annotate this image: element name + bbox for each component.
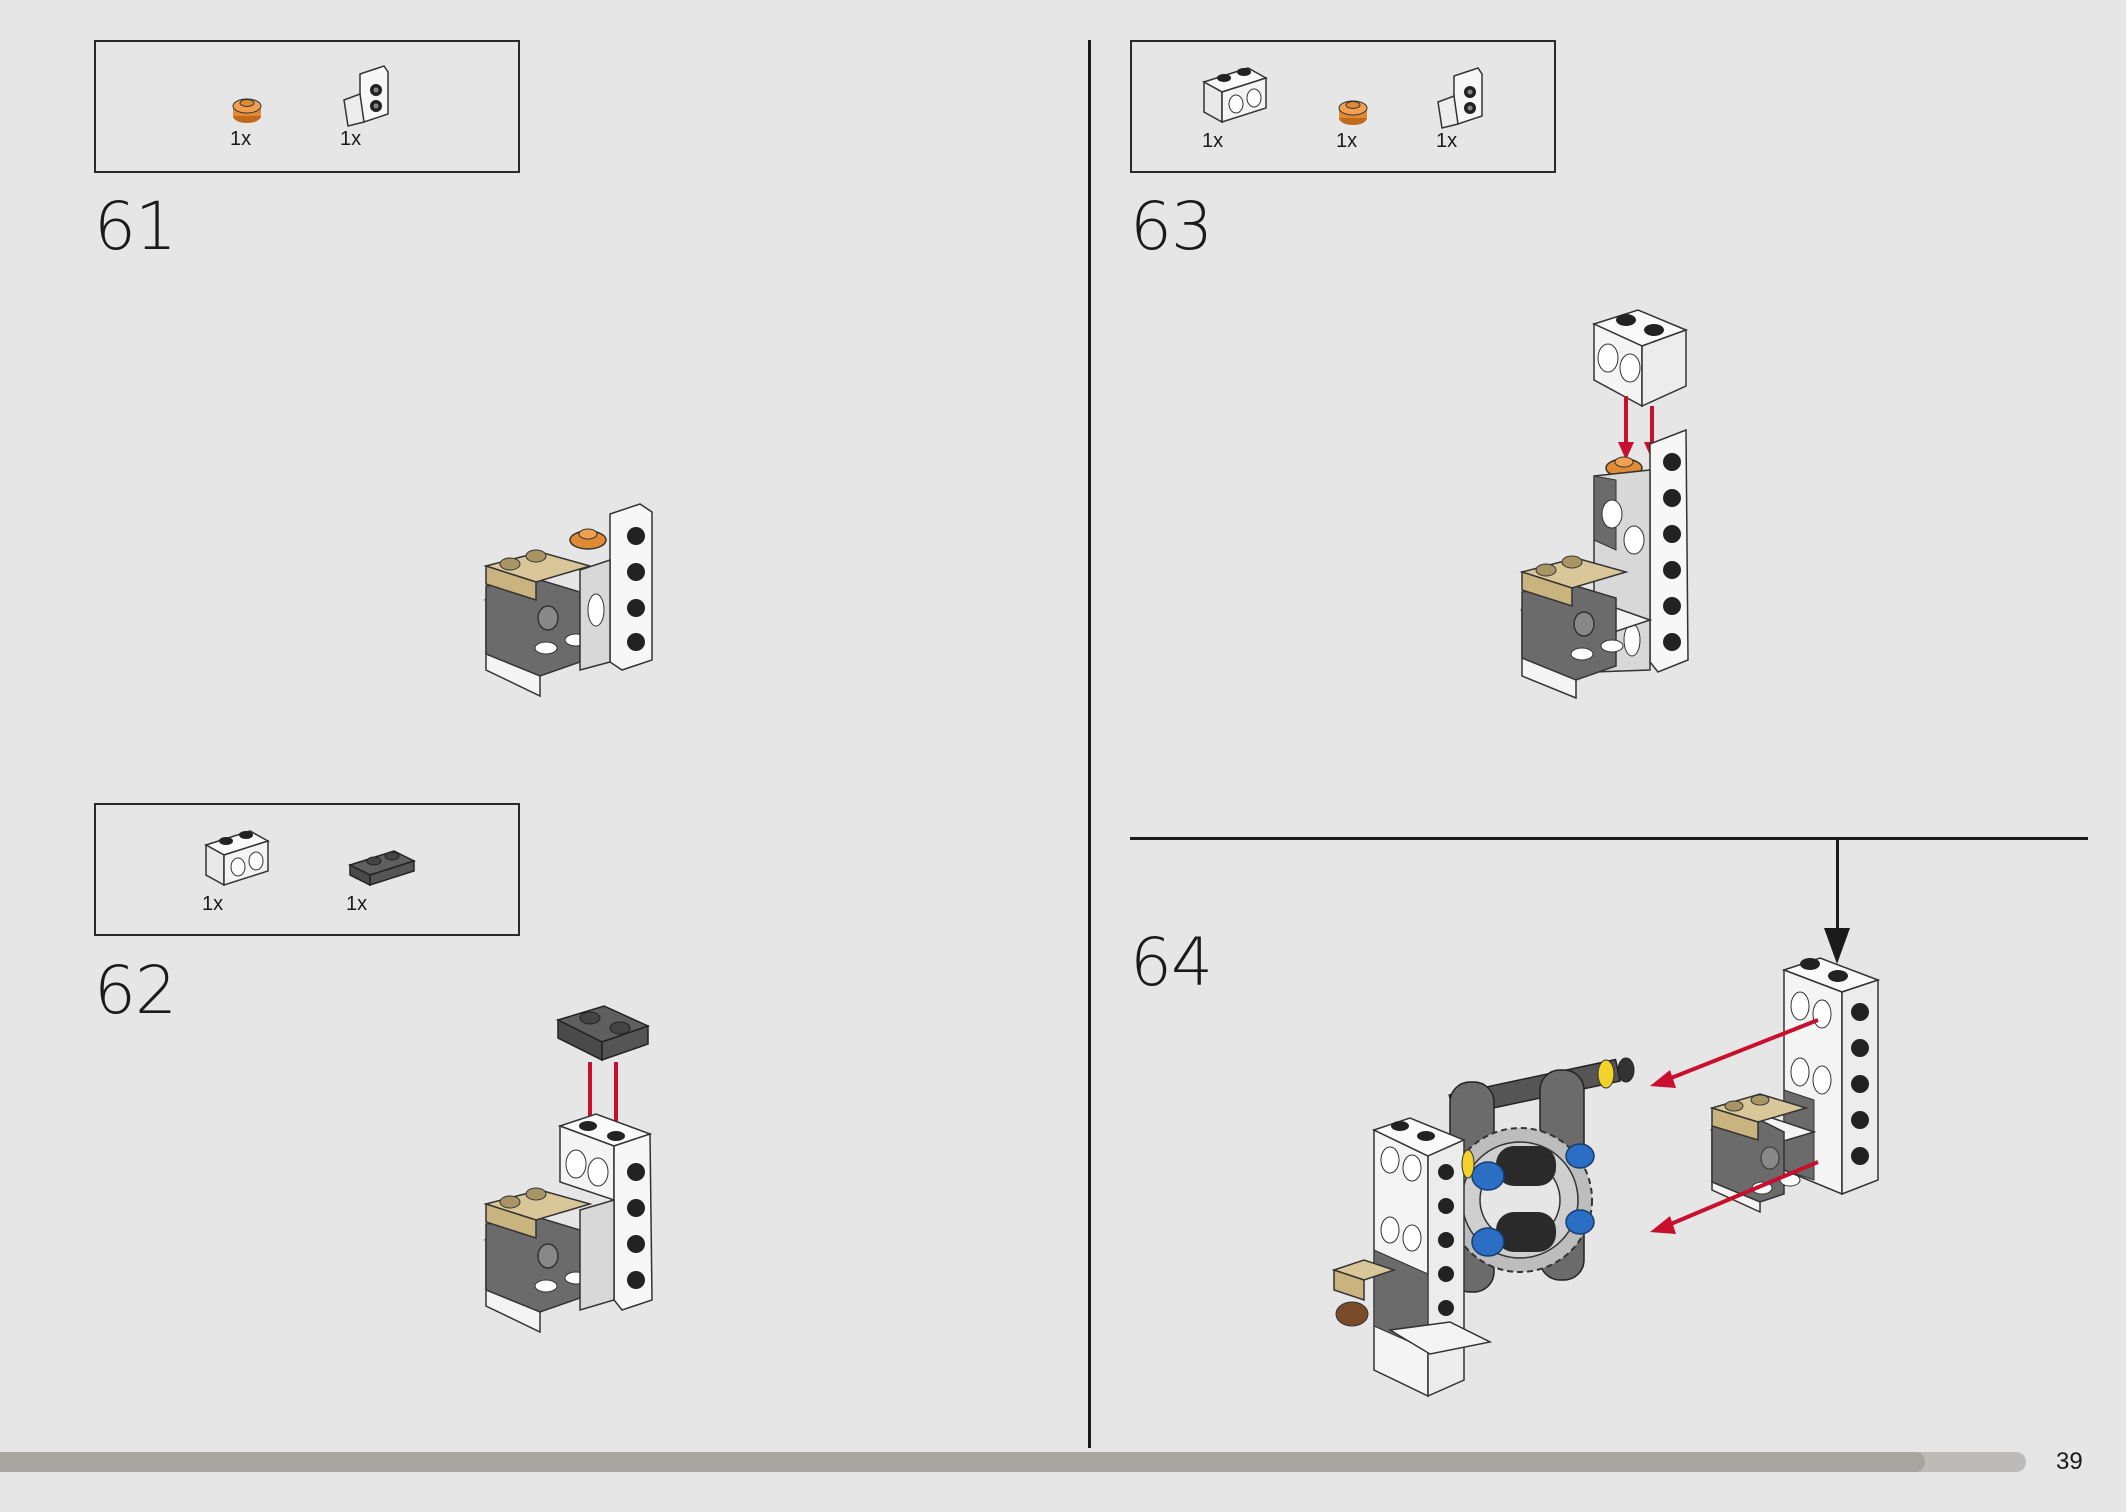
step-number: 61 [94, 188, 177, 265]
part-qty: 1x [1202, 130, 1224, 152]
step-number: 63 [1130, 188, 1213, 265]
part-qty: 1x [202, 893, 224, 915]
part-qty: 1x [1436, 130, 1458, 152]
dark-gray-plate-1x2-icon [348, 850, 416, 887]
page-divider [1088, 40, 1091, 1448]
white-bracket-icon [1437, 67, 1483, 129]
progress-bar-fill [0, 1452, 1925, 1472]
orange-round-plate-icon [1338, 100, 1368, 125]
part-qty: 1x [340, 128, 362, 150]
connector-arrow-icon [1824, 928, 1850, 964]
white-technic-brick-1x2-icon [1202, 67, 1268, 124]
orange-round-plate-icon [232, 98, 262, 123]
step-61-assembly [483, 503, 653, 698]
parts-box-step-62: 1x 1x [94, 803, 520, 936]
part-qty: 1x [346, 893, 368, 915]
white-bracket-icon [343, 65, 389, 127]
step-62-assembly [483, 1005, 653, 1334]
parts-box-step-61: 1x 1x [94, 40, 520, 173]
page-number: 39 [2056, 1448, 2083, 1475]
step-number: 64 [1130, 924, 1213, 1001]
white-technic-brick-1x2-icon [204, 830, 270, 887]
step-divider [1130, 837, 2088, 840]
connector-line [1836, 838, 1839, 930]
step-number: 62 [94, 952, 177, 1029]
step-63-assembly [1519, 309, 1689, 700]
step-64-assembly [1331, 957, 1881, 1398]
part-qty: 1x [1336, 130, 1358, 152]
parts-box-step-63: 1x 1x 1x [1130, 40, 1556, 173]
progress-bar [0, 1452, 2026, 1472]
part-qty: 1x [230, 128, 252, 150]
